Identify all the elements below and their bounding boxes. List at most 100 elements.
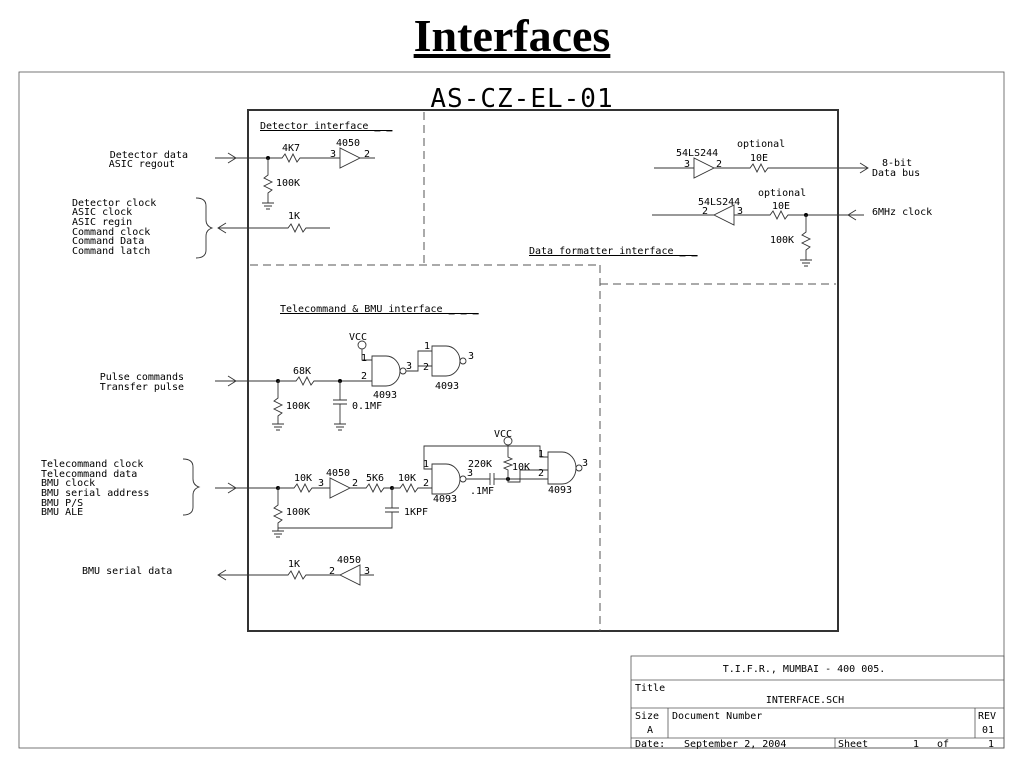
section-label-telecommand: Telecommand & BMU interface _ _ _ [280,304,480,315]
pin-label: 3 [468,351,474,362]
detector-data-circuit: Detector data ASIC regout 4K7 100K 4050 … [109,138,375,210]
pin-label: 2 [364,149,370,160]
drawing-frame [18,71,1005,749]
component-label: 4093 [548,485,572,496]
component-label: 4050 [326,468,350,479]
title-block-title: INTERFACE.SCH [766,695,844,706]
title-block-total: 1 [988,739,994,750]
signal-label: BMU ALE [41,507,83,518]
component-label: 1KPF [404,507,428,518]
signal-label: BMU clock [41,478,95,489]
component-label: 10K [512,462,530,473]
component-label: 100K [286,507,310,518]
brace [182,458,201,516]
buffer-4050 [339,147,375,169]
page-title: Interfaces [413,10,611,61]
pin-label: 2 [361,371,367,382]
pin-label: 3 [737,206,743,217]
component-label: 4093 [373,390,397,401]
pin-label: 1 [538,449,544,460]
pin-label: 2 [538,468,544,479]
resistor-4k7 [268,152,340,164]
signal-label: Command clock [72,227,150,238]
data-bus-circuit: 54LS244 3 2 optional 10E 8-bit Data bus [654,139,920,179]
component-label: 68K [293,366,311,377]
component-label: 100K [286,401,310,412]
signal-label: 6MHz clock [872,207,932,218]
gate-wire [406,350,432,372]
resistor-5k6 [350,482,392,494]
detector-clock-circuit: Detector clock ASIC clock ASIC regin Com… [72,197,330,259]
resistor-68k [278,375,372,387]
pin-label: 2 [352,478,358,489]
component-label: VCC [349,332,367,343]
pin-label: 2 [329,566,335,577]
signal-label: 8-bit [882,158,912,169]
component-label: optional [737,139,785,150]
inverter-bubble [459,357,467,365]
signal-label: Detector clock [72,198,156,209]
signal-label: Detector data [110,150,188,161]
component-label: 54LS244 [676,148,718,159]
pin-label: 2 [716,159,722,170]
resistor-10k [278,482,330,494]
signal-label: Data bus [872,168,920,179]
output-line [217,569,340,581]
pin-label: 3 [364,566,370,577]
component-label: 4050 [337,555,361,566]
input-arrow [215,482,278,494]
pulse-command-circuit: Pulse commands Transfer pulse VCC 68K 10… [100,332,474,431]
pin-label: 1 [361,353,367,364]
vcc-node [357,340,372,361]
nand-gate-4093 [371,355,401,387]
resistor-to-ground [262,158,274,210]
databus-line [654,157,869,179]
pin-label: 3 [330,149,336,160]
nand-gate-4093 [431,345,461,377]
pin-label: 3 [318,478,324,489]
title-block-label: REV [978,711,996,722]
board-outline [247,109,839,632]
component-label: 10K [398,473,416,484]
signal-label: Transfer pulse [100,382,184,393]
section-label-formatter: Data formatter interface _ _ [529,246,699,257]
title-block-sheet: 1 [913,739,919,750]
pin-label: 1 [423,459,429,470]
pin-label: 3 [684,159,690,170]
capacitor-01mf [466,473,548,485]
pin-label: 3 [467,468,473,479]
component-label: 5K6 [366,473,384,484]
title-block-org: T.I.F.R., MUMBAI - 400 005. [723,664,886,675]
capacitor-to-ground [333,381,347,431]
buffer-4050 [338,564,374,586]
title-block-label: Document Number [672,711,762,722]
capacitor-1kpf [278,488,399,529]
nand-gate-4093 [547,451,577,485]
component-label: 10E [772,201,790,212]
resistor-to-ground [800,215,812,267]
component-label: 4093 [435,381,459,392]
clock-line [652,204,864,226]
title-block-label: Title [635,683,665,694]
component-label: VCC [494,429,512,440]
resistor-10k [392,482,432,494]
feedback-wire [423,445,548,470]
component-label: .1MF [470,486,494,497]
signal-label: Pulse commands [100,372,184,383]
pin-label: 3 [582,458,588,469]
telecommand-circuit: Telecommand clock Telecommand data BMU c… [41,429,588,538]
component-label: 220K [468,459,492,470]
resistor-10k [507,469,548,483]
signal-label: BMU P/S [41,498,83,509]
input-arrow [215,375,278,387]
component-label: 4K7 [282,143,300,154]
resistor-to-ground [272,381,284,431]
signal-label: ASIC clock [72,207,132,218]
signal-label: BMU serial address [41,488,149,499]
component-label: 1K [288,211,300,222]
pin-label: 1 [424,341,430,352]
bmu-serial-circuit: BMU serial data 1K 4050 2 3 [82,555,374,586]
pin-label: 3 [406,361,412,372]
output-line [217,222,330,234]
